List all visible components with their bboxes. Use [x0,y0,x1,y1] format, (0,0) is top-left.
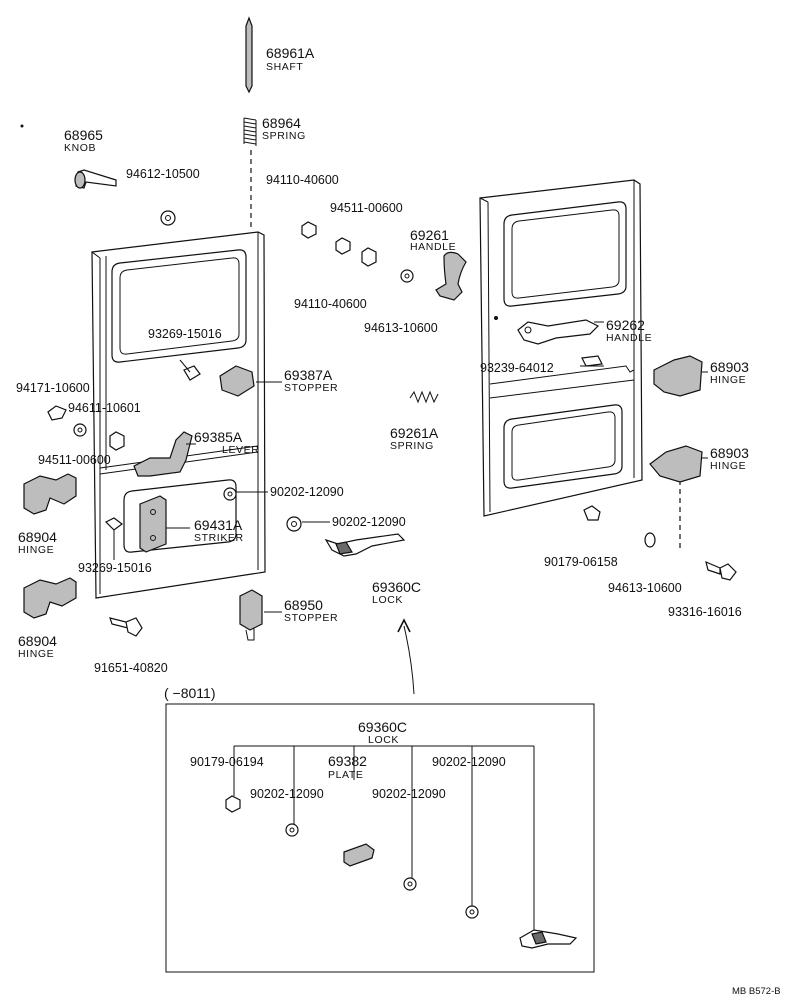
handle-69262-part [517,319,600,345]
label-94613-10600-a: 94613-10600 [364,321,438,335]
hinge-68903-lower-part [649,445,703,483]
label-93269-15016-b: 93269-15016 [78,561,152,575]
leader-lines [113,321,708,613]
spring-part [243,117,257,146]
inset-label-90202-12090-c: 90202-12090 [250,787,324,801]
label-69431A-number: 69431A [194,517,243,533]
label-68961A-name: SHAFT [266,61,303,73]
label-69387A-name: STOPPER [284,382,338,394]
stopper-68950-part [239,589,263,641]
label-68964-number: 68964 [262,115,301,131]
lock-part [324,533,406,557]
hinge-68904-upper-part [23,473,77,515]
label-94110-40600-a: 94110-40600 [266,173,339,187]
label-68903-a-number: 68903 [710,359,749,375]
label-69261-name: HANDLE [410,241,456,253]
label-69387A-number: 69387A [284,367,333,383]
inset-label-90202-12090-e: 90202-12090 [432,755,506,769]
fastener-parts [47,210,737,637]
label-94110-40600-b: 94110-40600 [294,297,367,311]
label-90179-06158: 90179-06158 [544,555,618,569]
label-69360C-name: LOCK [372,594,403,606]
shaft-part [245,16,253,94]
label-68965-name: KNOB [64,142,96,154]
label-69261-number: 69261 [410,227,449,243]
label-69385A-number: 69385A [194,429,243,445]
label-68904-b-name: HINGE [18,648,54,660]
label-91651-40820: 91651-40820 [94,661,168,675]
inset-69360C-name: LOCK [368,734,399,746]
reference-arrow [397,618,415,695]
label-94171-10600: 94171-10600 [16,381,90,395]
striker-part [139,495,167,553]
spring-69261A-part [409,390,439,404]
label-68903-b-number: 68903 [710,445,749,461]
right-door-panel [479,179,643,517]
label-68904-a-number: 68904 [18,529,57,545]
hinge-68903-upper-part [653,355,703,397]
label-68950-number: 68950 [284,597,323,613]
hinge-68904-lower-part [23,577,77,619]
label-93269-15016-a: 93269-15016 [148,327,222,341]
label-93239-64012: 93239-64012 [480,361,554,375]
inset-label-90179-06194: 90179-06194 [190,755,264,769]
label-69262-name: HANDLE [606,332,652,344]
inset-label-69382-number: 69382 [328,753,367,769]
label-68903-b-name: HINGE [710,460,746,472]
label-69385A-name: LEVER [222,444,259,456]
knob-part [74,169,117,189]
label-69262-number: 69262 [606,317,645,333]
label-68904-a-name: HINGE [18,544,54,556]
footer-code: MB B572-B [732,986,781,997]
label-68964-name: SPRING [262,130,306,142]
label-90202-12090-b: 90202-12090 [332,515,406,529]
inset-label-69382-name: PLATE [328,769,363,781]
label-94611-10601: 94611-10601 [68,401,141,415]
label-68903-a-name: HINGE [710,374,746,386]
label-94511-00600-a: 94511-00600 [330,201,403,215]
inset-range-label: ( −8011) [164,685,216,701]
inset-box [165,703,595,973]
label-68961A-number: 68961A [266,45,315,61]
label-94612-10500: 94612-10500 [126,167,200,181]
label-69360C-number: 69360C [372,579,421,595]
label-68904-b-number: 68904 [18,633,57,649]
lever-part [133,431,193,477]
stopper-69387A-part [219,365,255,397]
label-93316-16016: 93316-16016 [668,605,742,619]
label-69261A-name: SPRING [390,440,434,452]
label-94511-00600-b: 94511-00600 [38,453,111,467]
label-94613-10600-b: 94613-10600 [608,581,682,595]
inset-label-90202-12090-d: 90202-12090 [372,787,446,801]
label-90202-12090-a: 90202-12090 [270,485,344,499]
label-69261A-number: 69261A [390,425,439,441]
handle-69261-part [435,251,467,301]
label-69431A-name: STRIKER [194,532,244,544]
label-68965-number: 68965 [64,127,103,143]
stray-mark [20,124,24,128]
inset-69360C-number: 69360C [358,719,407,735]
label-68950-name: STOPPER [284,612,338,624]
